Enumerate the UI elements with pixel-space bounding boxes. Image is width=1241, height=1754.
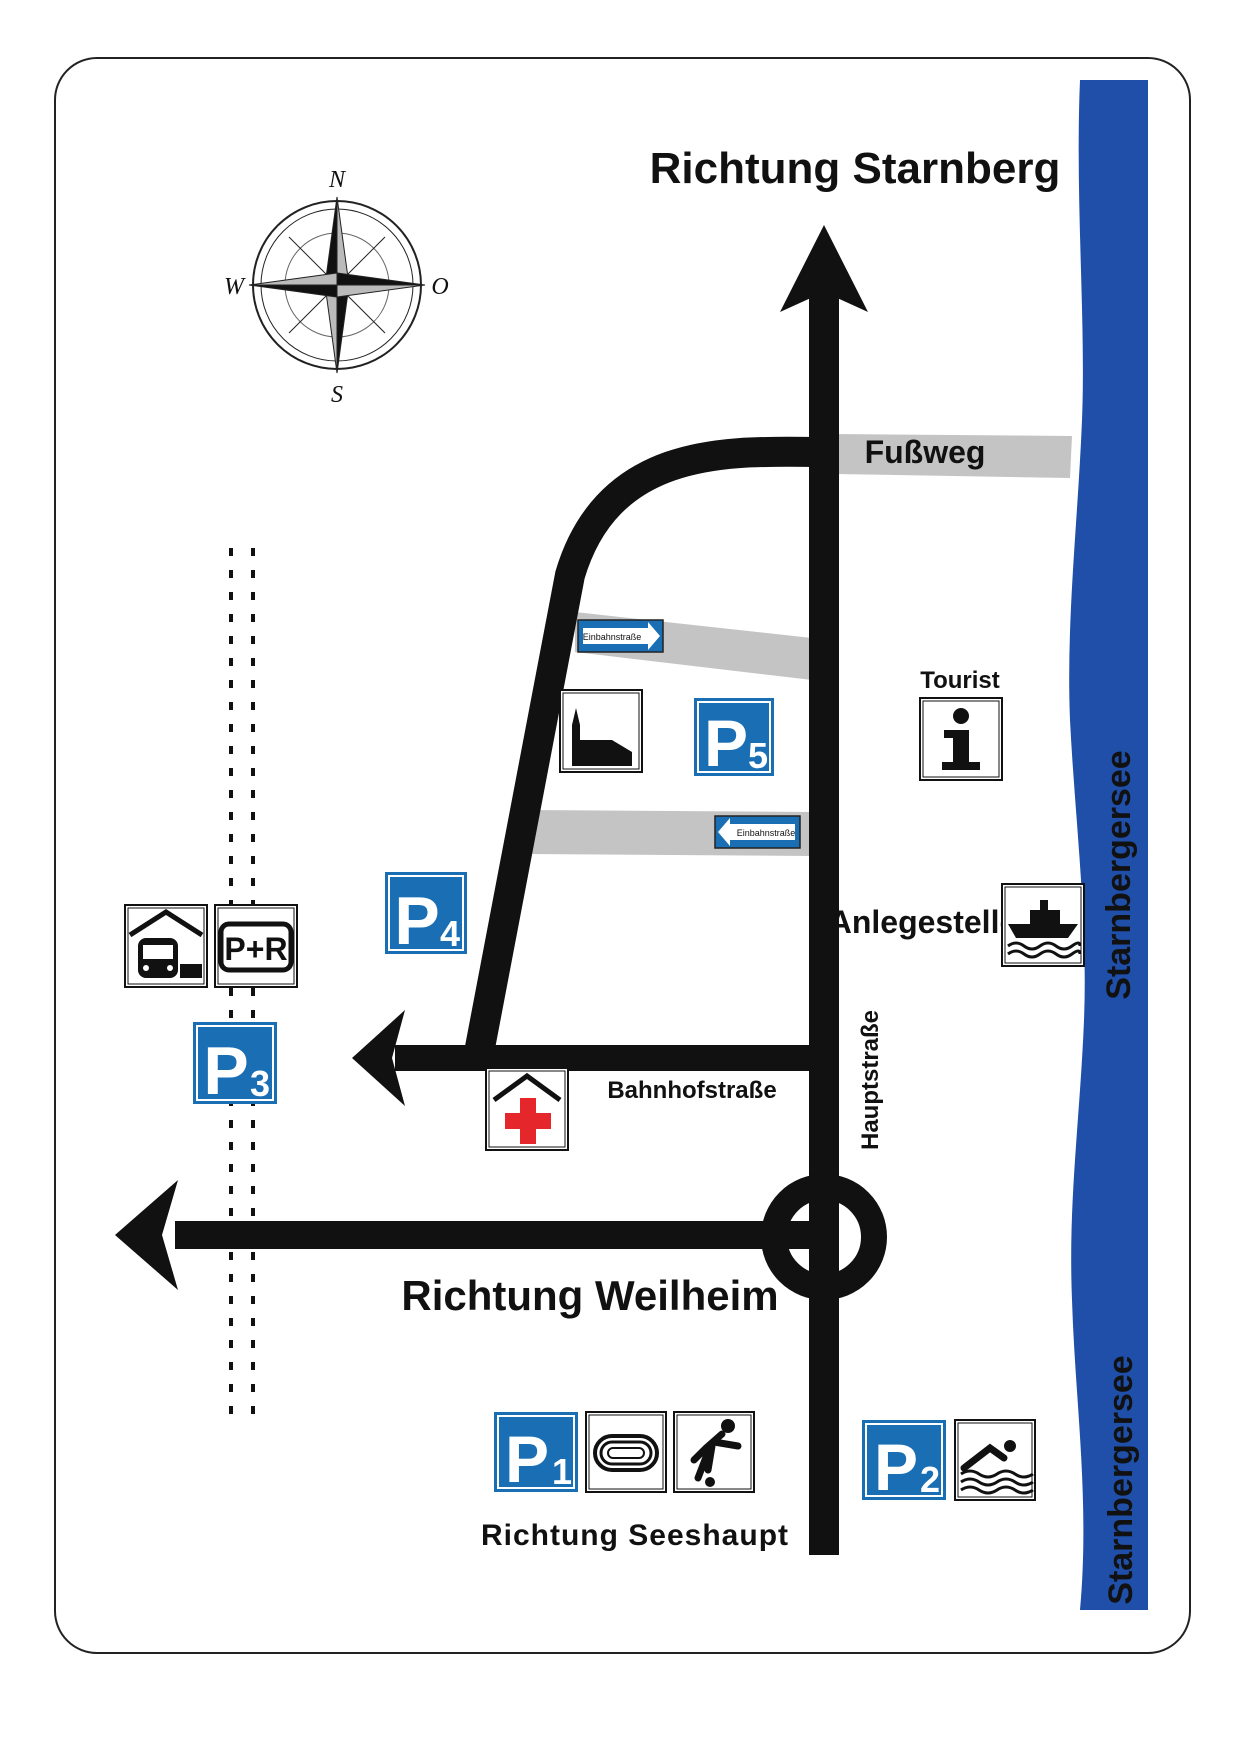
compass-w: W	[224, 274, 246, 300]
parking-p3-sign: P 3	[193, 1022, 277, 1109]
svg-text:P: P	[203, 1033, 248, 1109]
svg-text:P: P	[874, 1430, 918, 1504]
one-way-sign-right: Einbahnstraße	[577, 619, 664, 653]
svg-text:P: P	[394, 883, 439, 959]
footpath-strip	[835, 434, 1072, 478]
svg-text:2: 2	[920, 1459, 940, 1500]
park-and-ride-icon: P+R	[214, 904, 298, 988]
one-way-sign-left: Einbahnstraße	[714, 815, 801, 849]
bahnhof-street-label: Bahnhofstraße	[607, 1077, 776, 1104]
svg-text:5: 5	[748, 735, 768, 776]
tourist-label: Tourist	[920, 667, 1000, 694]
tourist-info-icon: i	[919, 697, 1003, 781]
footpath-label: Fußweg	[865, 434, 986, 470]
arrow-north	[780, 225, 868, 312]
pier-label: Anlegestelle	[829, 904, 1018, 940]
lake-label-upper: Starnbergersee	[1100, 750, 1138, 999]
south-direction-label: Richtung Seeshaupt	[481, 1519, 789, 1552]
svg-text:P: P	[505, 1422, 549, 1496]
lake-label-lower: Starnbergersee	[1102, 1355, 1140, 1604]
ferry-icon	[1001, 883, 1085, 967]
parking-p5-sign: P 5	[694, 698, 774, 780]
football-icon	[673, 1411, 755, 1493]
parking-p1-sign: P 1	[494, 1412, 578, 1496]
first-aid-icon	[485, 1067, 569, 1151]
compass-e: O	[431, 274, 448, 300]
west-direction-label: Richtung Weilheim	[401, 1272, 778, 1319]
one-way-sign-left-text: Einbahnstraße	[737, 828, 796, 838]
park-and-ride-text: P+R	[224, 931, 287, 967]
lake	[1069, 80, 1148, 1610]
parking-p2-sign: P 2	[862, 1420, 946, 1504]
one-way-sign-right-text: Einbahnstraße	[583, 632, 642, 642]
arrow-west-bahnhof	[352, 1010, 405, 1106]
svg-text:3: 3	[250, 1063, 270, 1104]
svg-text:4: 4	[440, 913, 460, 954]
compass-s: S	[331, 382, 343, 408]
church-icon	[559, 689, 643, 773]
compass-n: N	[328, 167, 347, 193]
roundabout	[761, 1174, 887, 1300]
swimming-icon	[954, 1419, 1036, 1501]
roads	[175, 290, 839, 1555]
loop-road	[463, 436, 825, 1061]
train-station-icon	[124, 904, 208, 988]
compass-rose-icon: N S W O	[224, 167, 449, 408]
arrow-west-weilheim	[115, 1180, 178, 1290]
main-street-label: Hauptstraße	[857, 1010, 884, 1150]
parking-p4-sign: P 4	[385, 872, 467, 959]
north-direction-label: Richtung Starnberg	[650, 144, 1061, 193]
svg-text:P: P	[704, 706, 748, 780]
svg-text:1: 1	[552, 1451, 572, 1492]
stadium-icon	[585, 1411, 667, 1493]
